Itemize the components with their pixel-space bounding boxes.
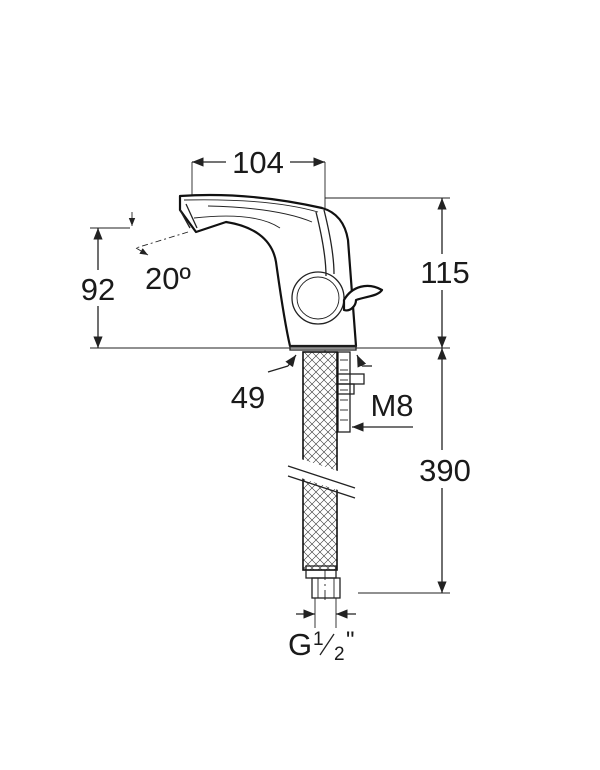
- dimension-total-height: 115: [412, 198, 478, 348]
- hose-break-line-bottom: [287, 475, 356, 499]
- dimension-label-inch: ": [346, 627, 355, 654]
- hose-break-line-top: [287, 465, 356, 489]
- dimension-label-g: G: [288, 627, 312, 662]
- dimension-label-390: 390: [419, 453, 471, 488]
- lever-ring-inner: [296, 276, 340, 320]
- dimension-label-115: 115: [420, 255, 469, 290]
- lever-slot: [315, 209, 335, 277]
- dimension-label-num: 1: [313, 629, 324, 650]
- dimension-label-104: 104: [232, 145, 284, 180]
- dimension-hose-length: 390: [410, 348, 480, 593]
- dimension-label-m8: M8: [370, 388, 413, 423]
- dimension-spout-reach: 104: [192, 145, 325, 180]
- flexible-hose: [286, 351, 356, 599]
- hose-braid: [302, 351, 338, 571]
- lever-handle: [342, 284, 384, 312]
- dimension-connection: G 1 2 ": [288, 609, 356, 665]
- dimension-label-den: 2: [334, 644, 345, 665]
- dimension-spout-height: 92: [72, 228, 124, 348]
- dimension-label-92: 92: [81, 272, 115, 307]
- dimension-label-49: 49: [231, 380, 265, 415]
- dimension-base-diameter: 49: [231, 354, 372, 415]
- dimension-spout-angle: 20º: [128, 212, 191, 296]
- faucet-body: [178, 193, 384, 351]
- fixing-stud: [337, 351, 351, 433]
- dimension-stud-thread: M8: [352, 388, 414, 432]
- dimension-label-20deg: 20º: [145, 261, 191, 296]
- faucet-base: [289, 345, 357, 351]
- faucet-main-body: [178, 193, 358, 348]
- hose-connector-nut: [311, 577, 341, 599]
